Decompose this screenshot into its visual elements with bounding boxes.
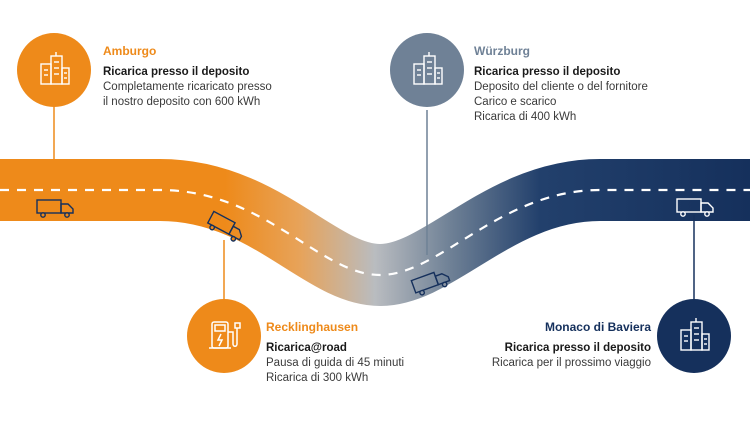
stop-circle-amburgo: [17, 33, 91, 107]
stop-circle-recklinghausen: [187, 299, 261, 373]
stop-recklinghausen: Recklinghausen Ricarica@road Pausa di gu…: [266, 320, 466, 386]
stop-city: Amburgo: [103, 44, 157, 58]
road-centre-line: [0, 188, 750, 277]
stop-monaco: Monaco di Baviera Ricarica presso il dep…: [455, 320, 651, 371]
stop-heading: Ricarica presso il deposito: [474, 66, 621, 78]
stop-city: Würzburg: [474, 44, 530, 58]
road: [0, 159, 750, 307]
stop-detail: Completamente ricaricato presso: [103, 81, 272, 93]
stop-detail: Ricarica di 400 kWh: [474, 111, 577, 123]
truck-icon: [676, 198, 714, 217]
stop-heading: Ricarica presso il deposito: [103, 66, 250, 78]
buildings-icon: [413, 52, 443, 85]
stop-detail: Carico e scarico: [474, 96, 557, 108]
stop-city: Monaco di Baviera: [544, 320, 651, 334]
truck-icon: [206, 210, 243, 242]
stop-detail: Ricarica per il prossimo viaggio: [491, 357, 651, 369]
stop-detail: Pausa di guida di 45 minuti: [266, 357, 405, 369]
stop-amburgo: Amburgo Ricarica presso il deposito Comp…: [103, 44, 323, 110]
stop-heading: Ricarica@road: [266, 342, 347, 354]
stop-heading: Ricarica presso il deposito: [504, 342, 651, 354]
stop-detail: Deposito del cliente o del fornitore: [474, 81, 648, 93]
stop-detail: Ricarica di 300 kWh: [266, 372, 369, 384]
charging-station-icon: [209, 321, 241, 349]
stop-detail: il nostro deposito con 600 kWh: [103, 96, 261, 108]
stop-circle-wurzburg: [390, 33, 464, 107]
buildings-icon: [680, 318, 710, 351]
truck-icon: [36, 199, 74, 218]
stop-city: Recklinghausen: [266, 320, 359, 334]
stop-circle-monaco: [657, 299, 731, 373]
buildings-icon: [40, 52, 70, 85]
stop-wurzburg: Würzburg Ricarica presso il deposito Dep…: [474, 44, 714, 125]
truck-icon: [410, 271, 451, 296]
